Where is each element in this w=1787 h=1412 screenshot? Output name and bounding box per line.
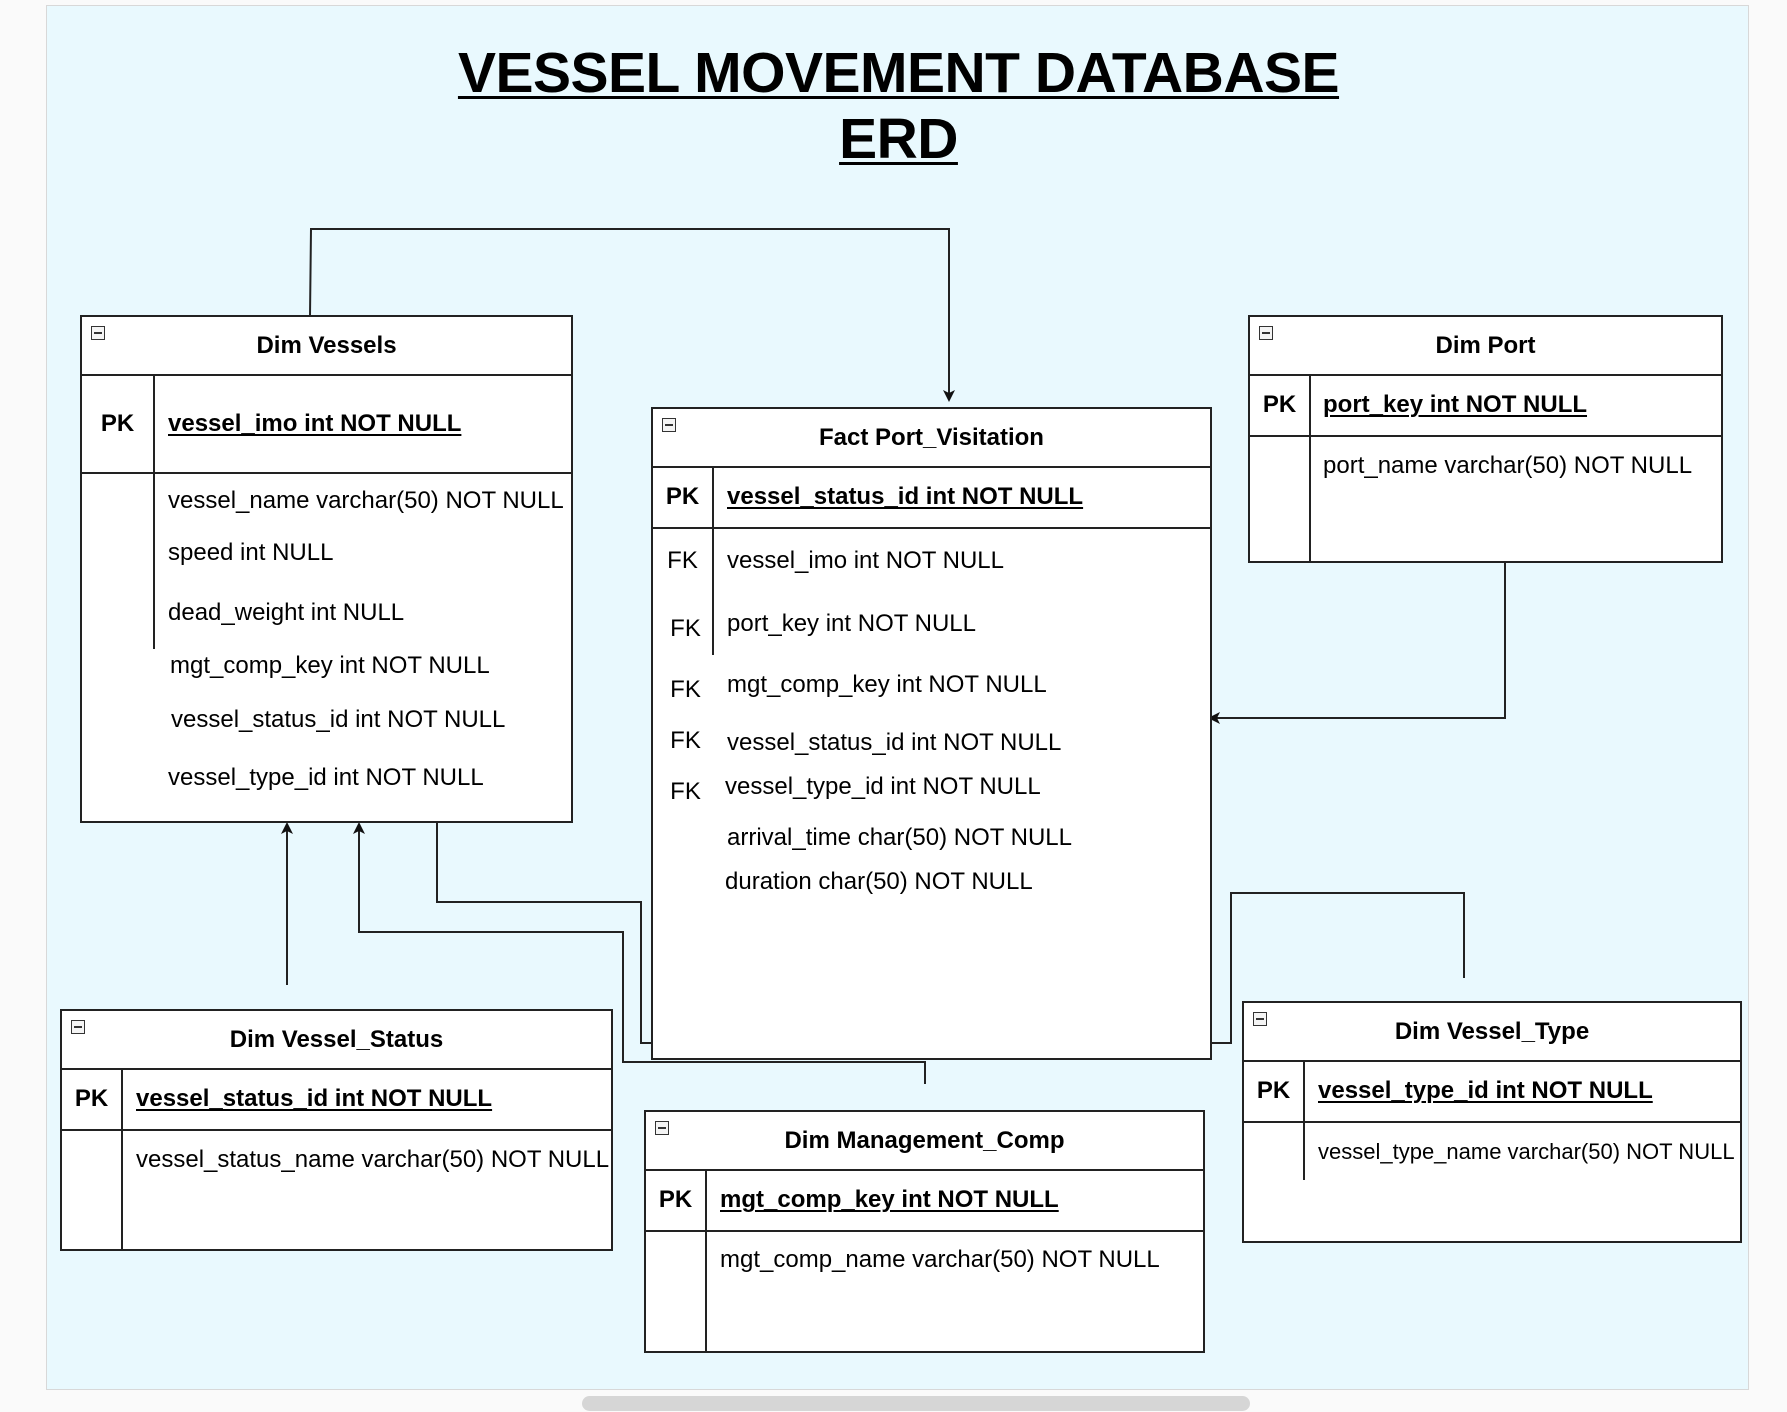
collapse-minus-icon[interactable] <box>655 1121 669 1135</box>
attribute: port_name varchar(50) NOT NULL <box>1323 452 1693 479</box>
connector-port-to-fact <box>1208 550 1506 724</box>
fk-label: FK <box>670 676 701 703</box>
attribute: vessel_status_id int NOT NULL <box>727 729 1062 756</box>
title-line-2: ERD <box>839 107 958 171</box>
fk-label: FK <box>667 547 698 574</box>
entity-name: Dim Vessel_Status <box>229 1025 444 1053</box>
pk-field: vessel_status_id int NOT NULL <box>727 483 1084 510</box>
attribute: duration char(50) NOT NULL <box>725 868 1033 895</box>
pk-field: vessel_status_id int NOT NULL <box>136 1085 493 1112</box>
horizontal-scrollbar[interactable] <box>582 1396 1250 1411</box>
key-column-divider <box>1309 376 1311 563</box>
primary-key-row <box>1250 376 1721 437</box>
attribute: vessel_type_id int NOT NULL <box>168 764 484 791</box>
diagram-title: VESSEL MOVEMENT DATABASE ERD <box>47 40 1750 172</box>
entity-dim-port[interactable]: Dim Port PK port_key int NOT NULL port_n… <box>1248 315 1723 563</box>
diagram-canvas: VESSEL MOVEMENT DATABASE ERD Dim Vessels <box>46 5 1749 1390</box>
attribute: mgt_comp_key int NOT NULL <box>170 652 490 679</box>
entity-fact-port-visitation[interactable]: Fact Port_Visitation PK vessel_status_id… <box>651 407 1212 1060</box>
key-column-divider <box>153 376 155 649</box>
entity-header: Dim Vessel_Type <box>1244 1003 1740 1062</box>
primary-key-row <box>646 1171 1203 1232</box>
key-column-divider <box>712 468 714 655</box>
collapse-minus-icon[interactable] <box>71 1020 85 1034</box>
pk-field: port_key int NOT NULL <box>1323 391 1588 418</box>
primary-key-row <box>62 1070 611 1131</box>
entity-name: Dim Vessels <box>256 331 397 359</box>
entity-header: Dim Vessel_Status <box>62 1011 611 1070</box>
attribute: arrival_time char(50) NOT NULL <box>727 824 1072 851</box>
attribute: speed int NULL <box>168 539 334 566</box>
connector-mgmt-to-vessels <box>353 822 926 1084</box>
pk-label: PK <box>74 1085 109 1112</box>
fk-label: FK <box>670 615 701 642</box>
entity-header: Dim Port <box>1250 317 1721 376</box>
entity-header: Dim Vessels <box>82 317 571 376</box>
attribute: vessel_status_name varchar(50) NOT NULL <box>136 1146 610 1173</box>
entity-dim-management-comp[interactable]: Dim Management_Comp PK mgt_comp_key int … <box>644 1110 1205 1353</box>
key-column-divider <box>121 1070 123 1251</box>
attribute: mgt_comp_name varchar(50) NOT NULL <box>720 1246 1160 1273</box>
attribute: mgt_comp_key int NOT NULL <box>727 671 1047 698</box>
pk-label: PK <box>658 1186 693 1213</box>
key-column-divider <box>705 1171 707 1353</box>
key-column-divider <box>1303 1062 1305 1180</box>
primary-key-row <box>653 468 1210 529</box>
entity-dim-vessel-status[interactable]: Dim Vessel_Status PK vessel_status_id in… <box>60 1009 613 1251</box>
entity-name: Dim Management_Comp <box>784 1126 1065 1154</box>
collapse-minus-icon[interactable] <box>662 418 676 432</box>
entity-header: Fact Port_Visitation <box>653 409 1210 468</box>
entity-header: Dim Management_Comp <box>646 1112 1203 1171</box>
pk-label: PK <box>665 483 700 510</box>
pk-label: PK <box>1256 1077 1291 1104</box>
collapse-minus-icon[interactable] <box>91 326 105 340</box>
connector-vessels-to-fact <box>309 228 955 402</box>
fk-label: FK <box>670 727 701 754</box>
entity-dim-vessel-type[interactable]: Dim Vessel_Type PK vessel_type_id int NO… <box>1242 1001 1742 1243</box>
pk-label: PK <box>100 410 135 437</box>
entity-name: Dim Port <box>1435 331 1536 359</box>
primary-key-row <box>1244 1062 1740 1123</box>
collapse-minus-icon[interactable] <box>1259 326 1273 340</box>
title-line-1: VESSEL MOVEMENT DATABASE <box>457 41 1340 105</box>
attribute: vessel_status_id int NOT NULL <box>171 706 506 733</box>
attribute: dead_weight int NULL <box>168 599 405 626</box>
entity-dim-vessels[interactable]: Dim Vessels PK vessel_imo int NOT NULL v… <box>80 315 573 823</box>
entity-name: Fact Port_Visitation <box>819 423 1044 451</box>
attribute: port_key int NOT NULL <box>727 610 976 637</box>
fk-label: FK <box>670 778 701 805</box>
pk-field: vessel_imo int NOT NULL <box>168 410 462 437</box>
attribute: vessel_type_id int NOT NULL <box>725 773 1041 800</box>
primary-key-row <box>82 376 571 474</box>
attribute: vessel_type_name varchar(50) NOT NULL <box>1318 1139 1735 1164</box>
attribute: vessel_name varchar(50) NOT NULL <box>168 487 564 514</box>
pk-label: PK <box>1262 391 1297 418</box>
pk-field: vessel_type_id int NOT NULL <box>1318 1077 1653 1104</box>
collapse-minus-icon[interactable] <box>1253 1012 1267 1026</box>
entity-name: Dim Vessel_Type <box>1394 1017 1590 1045</box>
attribute: vessel_imo int NOT NULL <box>727 547 1004 574</box>
pk-field: mgt_comp_key int NOT NULL <box>720 1186 1059 1213</box>
